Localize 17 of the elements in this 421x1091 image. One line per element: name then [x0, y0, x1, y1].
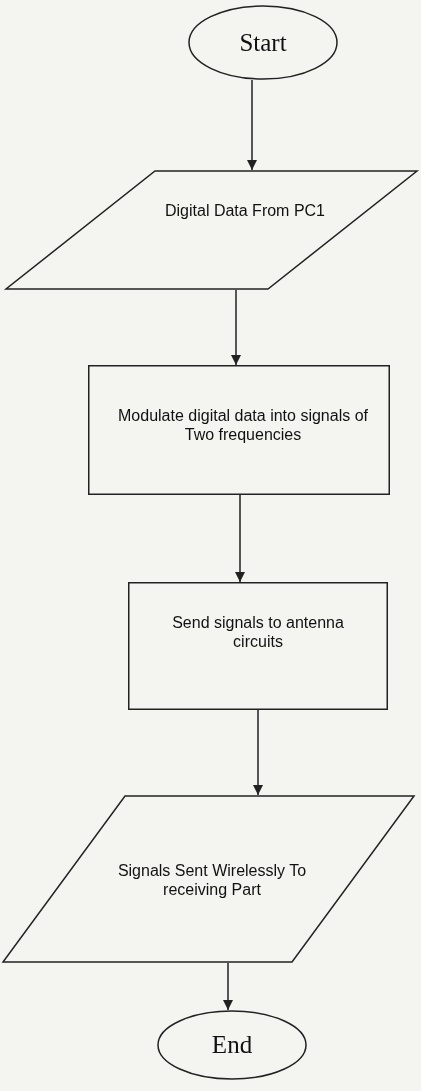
process-box: [88, 365, 390, 495]
arrow: [253, 709, 263, 796]
start-oval: [188, 5, 338, 80]
input-output-parallelogram: [2, 795, 415, 963]
node-text: Signals Sent Wirelessly To receiving Part: [116, 861, 308, 899]
arrow: [231, 289, 241, 366]
arrow: [223, 962, 233, 1011]
node-text: Digital Data From PC1: [164, 200, 325, 220]
node-text: Send signals to antenna circuits: [171, 613, 345, 651]
node-text: End: [211, 1031, 253, 1059]
arrow: [247, 79, 257, 171]
input-output-parallelogram: [5, 170, 418, 290]
process-box: [128, 582, 388, 710]
node-text: Start: [239, 28, 287, 57]
arrow: [235, 494, 245, 583]
node-text: Modulate digital data into signals of Two frequencies: [118, 406, 368, 444]
end-oval: [157, 1010, 307, 1080]
